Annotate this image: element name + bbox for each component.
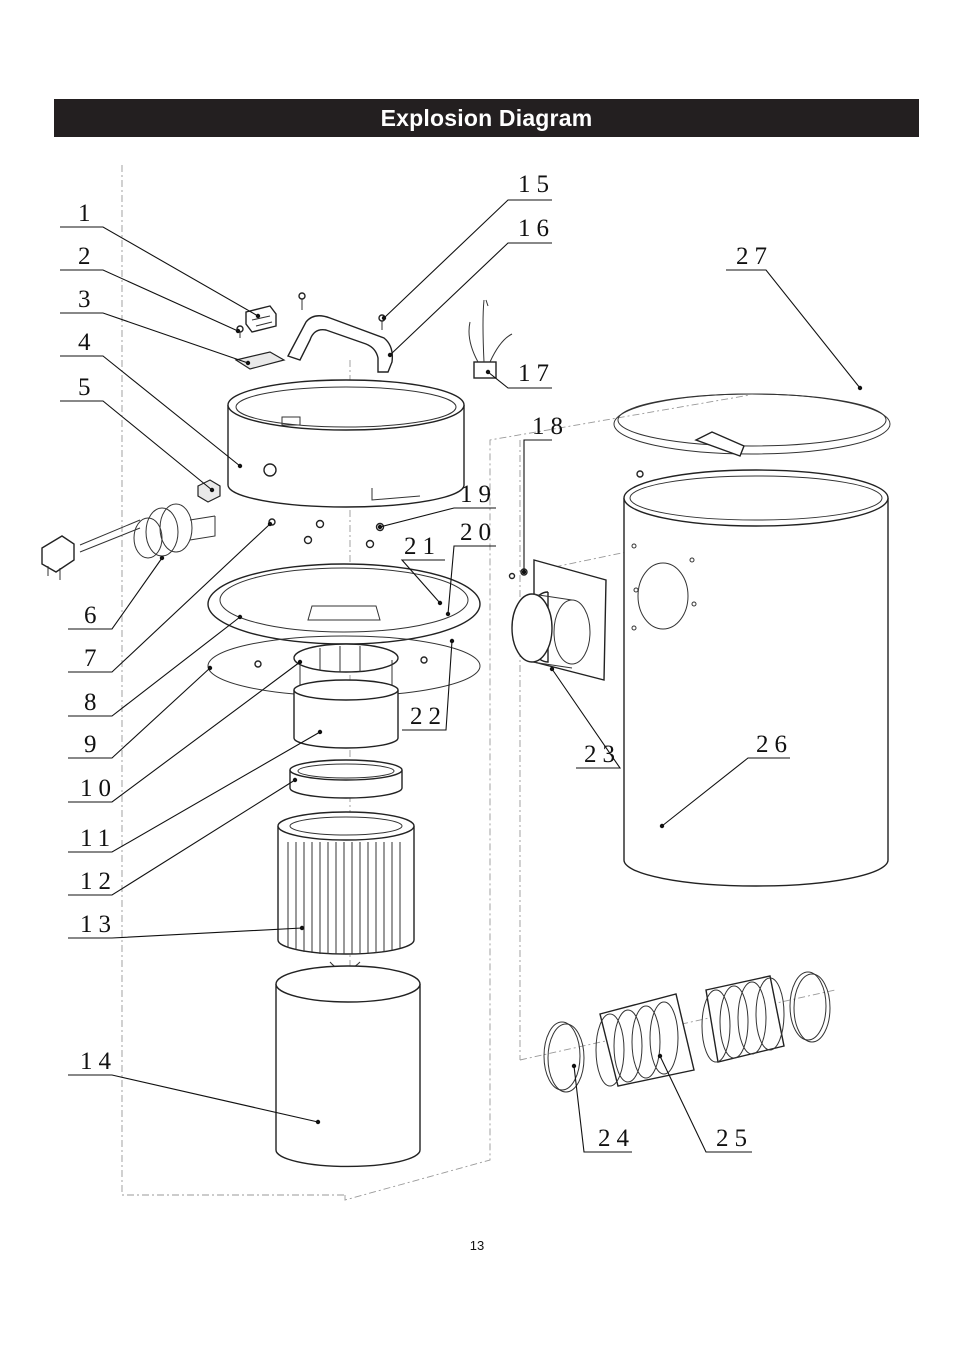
callout-25: 25: [716, 1125, 753, 1152]
part-filter-ring: [289, 759, 403, 799]
callout-1: 1: [78, 200, 97, 227]
part-screws-set: [268, 518, 385, 549]
callout-3: 3: [78, 286, 97, 313]
callout-27: 27: [736, 243, 773, 270]
callout-26: 26: [756, 731, 793, 758]
callout-14: 14: [80, 1048, 117, 1075]
callout-4: 4: [78, 329, 97, 356]
callout-21: 21: [404, 533, 441, 560]
part-cable-gland: [197, 479, 221, 503]
callout-16: 16: [518, 215, 555, 242]
part-filter-bag: [275, 965, 421, 1168]
callout-6: 6: [84, 602, 103, 629]
part-screw-2: [236, 325, 244, 338]
part-motor-head: [227, 379, 465, 508]
part-motor: [293, 643, 399, 749]
part-switch-plate: [234, 351, 286, 370]
page-title-bar: Explosion Diagram: [54, 99, 919, 137]
part-tank: [623, 469, 889, 887]
part-hose: [595, 975, 785, 1087]
part-handle: [286, 292, 394, 373]
callout-15: 15: [518, 171, 555, 198]
part-clamp-ring: [613, 393, 891, 457]
callout-19: 19: [460, 481, 497, 508]
callout-24: 24: [598, 1125, 635, 1152]
callout-12: 12: [80, 868, 117, 895]
callout-22: 22: [410, 703, 447, 730]
callout-labels: 1 2 3 4 5 6 7 8 9 10 11 12 13 14 15 16 1…: [78, 171, 793, 1152]
callout-5: 5: [78, 374, 97, 401]
callout-7: 7: [84, 645, 103, 672]
callout-9: 9: [84, 731, 103, 758]
part-hose-clamp: [543, 971, 831, 1093]
page-number: 13: [469, 1238, 485, 1253]
part-pleated-filter: [277, 811, 415, 971]
callout-17: 17: [518, 360, 555, 387]
page-title: Explosion Diagram: [380, 104, 593, 131]
callout-20: 20: [460, 519, 497, 546]
callout-11: 11: [80, 825, 116, 852]
callout-8: 8: [84, 689, 103, 716]
callout-23: 23: [584, 741, 621, 768]
callout-leaders: [60, 199, 863, 1153]
part-switch: [245, 305, 277, 333]
part-inlet-flange: [508, 559, 607, 681]
callout-13: 13: [80, 911, 117, 938]
part-power-cable: [41, 503, 216, 580]
callout-18: 18: [532, 413, 569, 440]
callout-2: 2: [78, 243, 97, 270]
part-terminal-block: [468, 299, 513, 379]
callout-10: 10: [80, 775, 117, 802]
